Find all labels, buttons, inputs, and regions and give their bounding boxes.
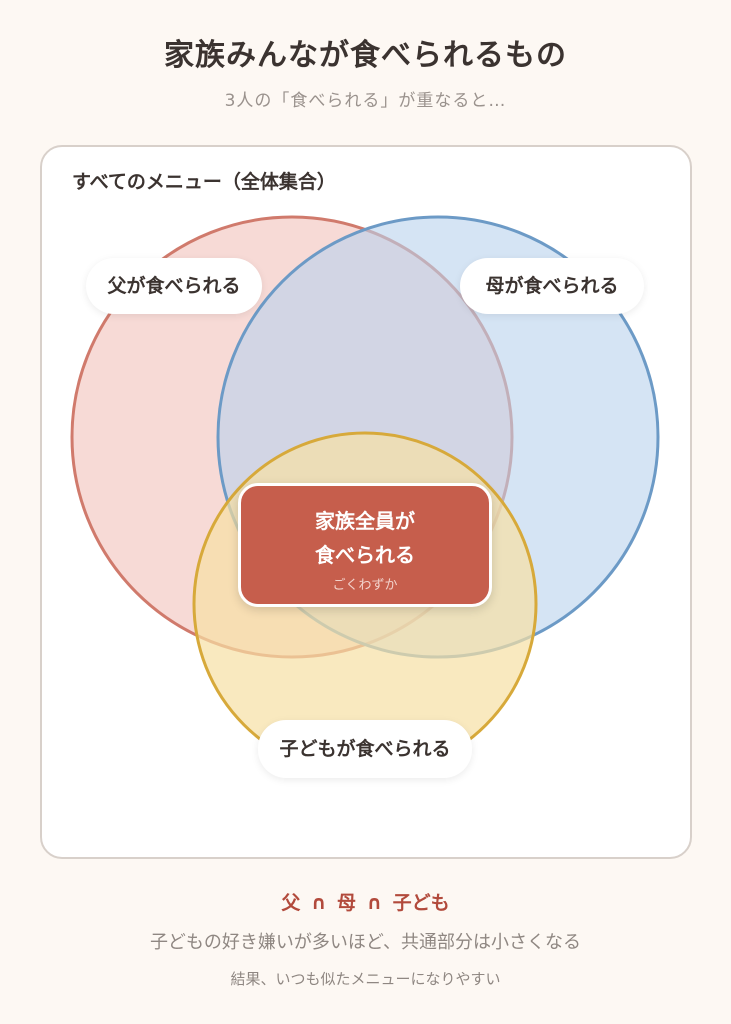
page-subtitle: 3人の「食べられる」が重なると… xyxy=(224,91,507,111)
mother-label: 母が食べられる xyxy=(460,258,644,314)
caption-secondary: 結果、いつも似たメニューになりやすい xyxy=(230,970,501,988)
universe-label: すべてのメニュー（全体集合） xyxy=(72,171,336,193)
child-label: 子どもが食べられる xyxy=(258,720,472,778)
intersection-box: 家族全員が 食べられる ごくわずか xyxy=(238,483,492,607)
page-title: 家族みんなが食べられるもの xyxy=(164,38,567,73)
intersection-formula: 父 ∩ 母 ∩ 子ども xyxy=(281,892,450,914)
intersection-line1: 家族全員が xyxy=(315,509,415,533)
intersection-line2: 食べられる xyxy=(315,543,415,567)
caption-primary: 子どもの好き嫌いが多いほど、共通部分は小さくなる xyxy=(149,932,582,953)
father-label: 父が食べられる xyxy=(86,258,262,314)
intersection-note: ごくわずか xyxy=(332,578,398,593)
